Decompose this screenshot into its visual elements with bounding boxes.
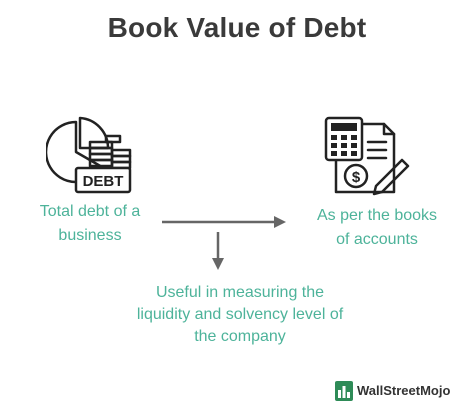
debt-badge-label: DEBT <box>83 173 124 190</box>
wallstreetmojo-logo-icon <box>335 381 353 401</box>
left-label-line2: business <box>58 227 122 244</box>
bottom-label-line1: Useful in measuring the <box>155 284 325 301</box>
right-label-line2: of accounts <box>336 231 418 248</box>
svg-text:$: $ <box>352 169 361 186</box>
right-arrowhead <box>274 216 286 228</box>
page-title: Book Value of Debt <box>107 12 367 43</box>
left-label: Total debt of a business <box>20 200 160 248</box>
logo-text: WallStreetMojo <box>357 383 451 398</box>
right-label-line1: As per the books <box>316 207 438 224</box>
calculator-invoice-icon: $ <box>324 116 410 196</box>
down-arrowhead <box>212 258 224 270</box>
left-label-line1: Total debt of a <box>39 203 141 220</box>
debt-pie-coins-icon: DEBT <box>46 116 132 194</box>
right-label: As per the books of accounts <box>292 204 462 252</box>
bottom-label: Useful in measuring the liquidity and so… <box>90 282 390 348</box>
bottom-label-line3: the company <box>194 328 286 345</box>
bottom-label-line2: liquidity and solvency level of <box>136 306 344 323</box>
